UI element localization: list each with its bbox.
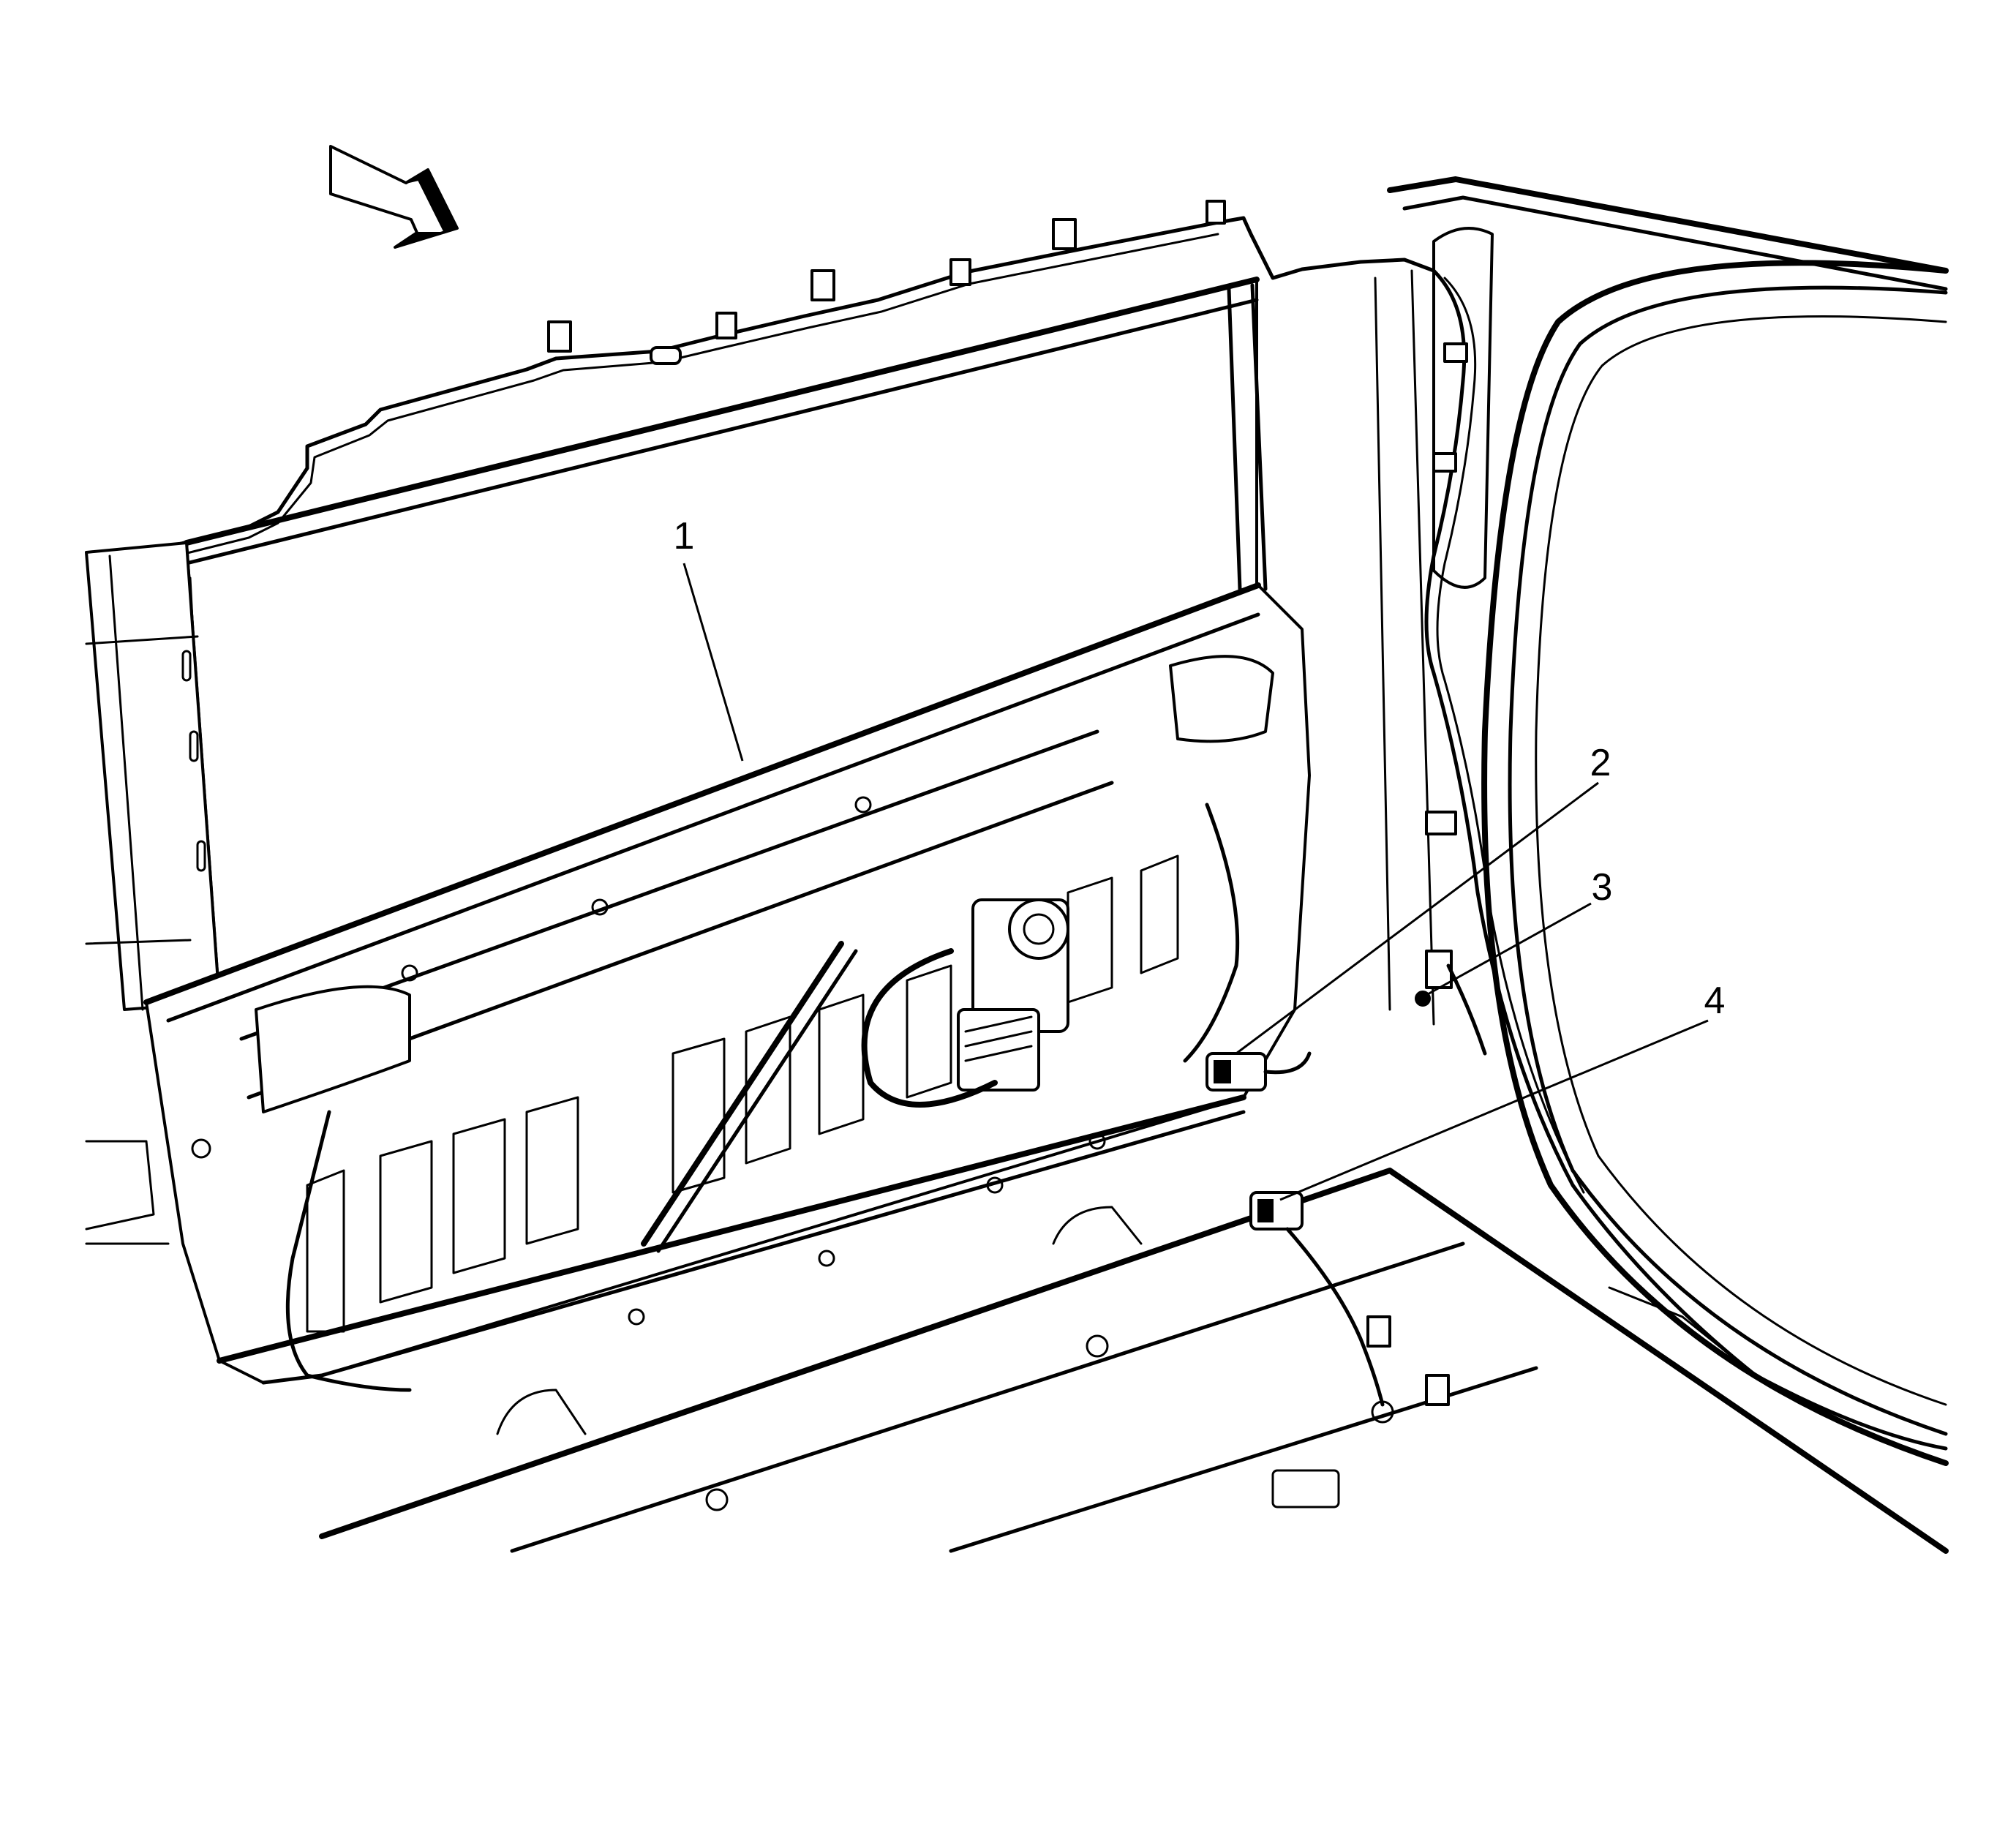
callout-label-1: 1 [674, 515, 695, 557]
right-body-opening [1374, 176, 1949, 1466]
callout-2: 2 [1235, 742, 1611, 1055]
window-regulator-motor [957, 898, 1069, 1092]
connector-4 [1249, 1191, 1450, 1407]
callout-label-4: 4 [1704, 980, 1726, 1022]
clip-3 [1415, 950, 1487, 1056]
connector-2 [1206, 1051, 1312, 1092]
callout-4: 4 [1279, 980, 1726, 1201]
callout-3: 3 [1426, 866, 1613, 996]
callout-label-2: 2 [1590, 742, 1611, 784]
callout-label-3: 3 [1592, 866, 1613, 909]
door-inner-panel [143, 582, 1311, 1392]
left-body-pillar [85, 541, 221, 1245]
direction-arrow-icon [329, 145, 459, 249]
door-ribs [306, 854, 1179, 1333]
callout-1: 1 [674, 515, 744, 762]
